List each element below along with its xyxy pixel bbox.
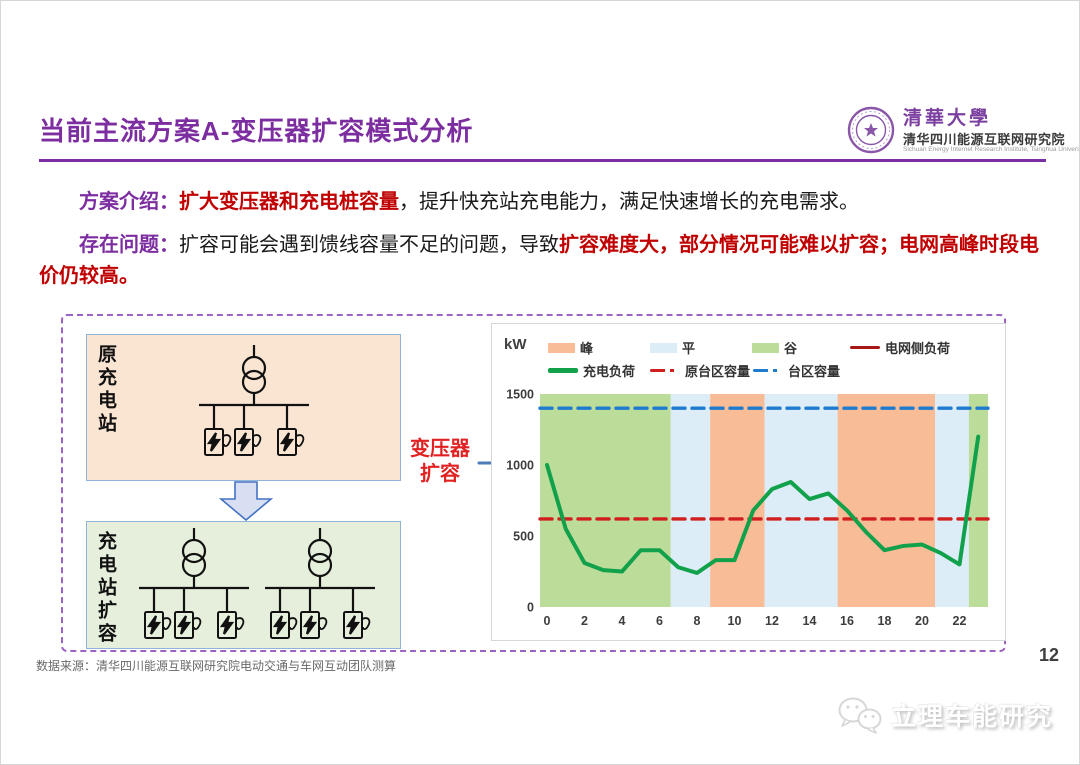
svg-text:1500: 1500 <box>506 388 534 402</box>
legend-item-capacity: 台区容量 <box>753 361 840 380</box>
svg-text:500: 500 <box>513 530 534 544</box>
legend-item-charge-load: 充电负荷 <box>548 361 635 380</box>
legend-item-grid-load: 电网侧负荷 <box>850 338 950 357</box>
page-number: 12 <box>1039 645 1060 665</box>
load-chart-card: kW 峰 平 谷 电网侧负荷 充电负荷 原台区容量 台区容量 <box>491 323 1006 641</box>
watermark: 立理车能研究 <box>837 695 1053 735</box>
svg-text:14: 14 <box>803 614 817 628</box>
svg-text:20: 20 <box>915 614 929 628</box>
legend-item-flat: 平 <box>650 338 695 357</box>
legend-label: 谷 <box>784 341 798 356</box>
svg-text:4: 4 <box>619 614 626 628</box>
page-title: 当前主流方案A-变压器扩容模式分析 <box>39 116 474 146</box>
legend-label: 平 <box>682 341 696 356</box>
grid-load-line-swatch <box>850 345 880 350</box>
expanded-station-label: 充电站扩容 <box>95 531 116 646</box>
svg-text:16: 16 <box>840 614 854 628</box>
svg-text:6: 6 <box>656 614 663 628</box>
valley-band-swatch <box>752 342 779 353</box>
problem-highlight: 扩容难度大，部分情况可能难以扩容；电网高峰时段电价仍较高。 <box>39 234 1039 287</box>
orig-capacity-dash-swatch <box>650 368 680 373</box>
annotation-line1: 变压器 <box>410 438 470 460</box>
y-axis-unit: kW <box>504 336 527 353</box>
watermark-text: 立理车能研究 <box>891 703 1054 731</box>
svg-text:10: 10 <box>728 614 742 628</box>
solution-intro-paragraph: 方案介绍：扩大变压器和充电桩容量，提升快充站充电能力，满足快速增长的充电需求。 <box>39 187 1047 218</box>
expanded-station-box: 充电站扩容 <box>86 521 401 649</box>
peak-band-swatch <box>548 342 575 353</box>
university-calligraphy: 清華大學 <box>903 108 992 129</box>
original-station-diagram <box>87 335 399 479</box>
legend-item-peak: 峰 <box>548 338 593 357</box>
solution-intro-highlight: 扩大变压器和充电桩容量 <box>179 191 399 213</box>
problem-paragraph: 存在问题：扩容可能会遇到馈线容量不足的问题，导致扩容难度大，部分情况可能难以扩容… <box>39 230 1047 292</box>
svg-text:12: 12 <box>765 614 779 628</box>
svg-text:1000: 1000 <box>506 459 534 473</box>
legend-label: 原台区容量 <box>685 364 751 379</box>
original-station-box: 原充电站 <box>86 334 401 481</box>
wechat-icon <box>838 697 882 734</box>
institute-name-en: Sichuan Energy Internet Research Institu… <box>903 146 1080 153</box>
problem-label: 存在问题： <box>79 234 179 256</box>
solution-intro-label: 方案介绍： <box>79 191 179 213</box>
transformer-expansion-annotation: 变压器 扩容 <box>399 437 481 487</box>
legend-label: 电网侧负荷 <box>885 341 951 356</box>
tsinghua-seal-icon <box>847 106 895 154</box>
legend-label: 台区容量 <box>788 364 841 379</box>
charge-load-line-swatch <box>548 368 578 373</box>
institute-name-cn: 清华四川能源互联网研究院 <box>903 132 1066 147</box>
intro-block: 方案介绍：扩大变压器和充电桩容量，提升快充站充电能力，满足快速增长的充电需求。 … <box>39 187 1047 304</box>
title-underline <box>39 159 1046 162</box>
load-profile-chart: 0 500 1000 1500 0 2 4 6 8 10 12 14 16 18 20 22 <box>506 388 990 628</box>
capacity-dash-swatch <box>753 368 783 373</box>
legend-item-valley: 谷 <box>752 338 797 357</box>
svg-text:2: 2 <box>581 614 588 628</box>
flat-band-swatch <box>650 342 677 353</box>
legend-item-orig-capacity: 原台区容量 <box>650 361 750 380</box>
annotation-line2: 扩容 <box>420 463 460 485</box>
svg-text:18: 18 <box>878 614 892 628</box>
svg-text:22: 22 <box>953 614 967 628</box>
data-source-note: 数据来源：清华四川能源互联网研究院电动交通与车网互动团队测算 <box>36 659 397 673</box>
svg-text:8: 8 <box>694 614 701 628</box>
svg-text:0: 0 <box>544 614 551 628</box>
original-station-label: 原充电站 <box>95 344 116 436</box>
expansion-arrow-icon <box>218 481 274 521</box>
expanded-station-diagram <box>87 522 399 647</box>
solution-intro-rest: ，提升快充站充电能力，满足快速增长的充电需求。 <box>399 191 859 213</box>
legend-label: 峰 <box>580 341 594 356</box>
svg-text:0: 0 <box>527 601 534 615</box>
problem-text: 扩容可能会遇到馈线容量不足的问题，导致 <box>179 234 559 256</box>
legend-label: 充电负荷 <box>583 364 636 379</box>
